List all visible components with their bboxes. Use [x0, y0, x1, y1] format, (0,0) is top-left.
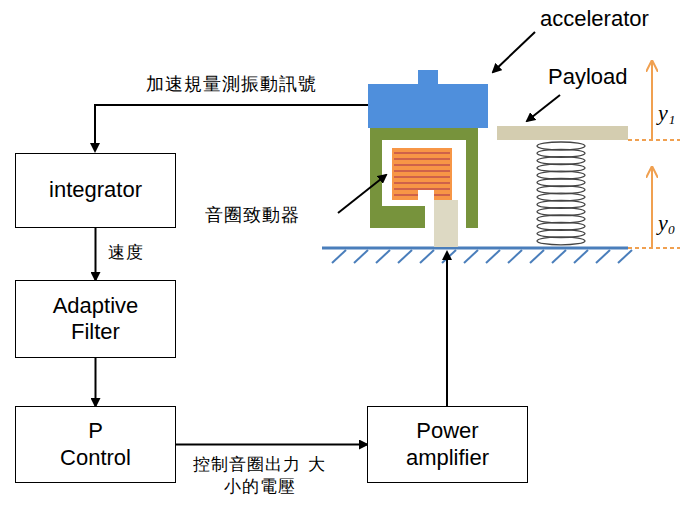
accelerometer	[368, 70, 488, 128]
process-box: Adaptive Filter	[15, 280, 176, 358]
box-text: Adaptive Filter	[41, 293, 151, 346]
displacement-arrows	[628, 62, 680, 248]
ground	[322, 248, 632, 263]
arrow-connector	[95, 358, 97, 406]
signal-label: 加速規量測振動訊號	[146, 72, 317, 96]
process-box: integrator	[15, 153, 176, 228]
process-box: P Control	[15, 406, 176, 483]
edge-label: 控制音圈出力 大小的電壓	[190, 453, 330, 499]
arrow-connector	[176, 444, 367, 446]
part-label: accelerator	[540, 6, 649, 32]
part-label: 音圈致動器	[205, 203, 300, 227]
leader-line	[527, 95, 560, 121]
edge-label: 速度	[108, 241, 144, 264]
box-text: Power amplifier	[385, 418, 510, 471]
drive-wire	[446, 252, 448, 406]
leader-line	[493, 32, 535, 72]
payload-plate	[497, 126, 628, 140]
displacement-label: y₁	[658, 100, 675, 126]
displacement-label: y₀	[658, 210, 675, 236]
box-text: integrator	[49, 177, 142, 203]
leader-line	[338, 175, 386, 213]
box-text: P Control	[51, 418, 141, 471]
feedback-wire	[95, 105, 368, 151]
process-box: Power amplifier	[367, 406, 528, 483]
voice-coil-actuator	[370, 127, 478, 247]
spring	[537, 142, 585, 245]
arrow-connector	[95, 228, 97, 280]
part-label: Payload	[548, 64, 628, 90]
